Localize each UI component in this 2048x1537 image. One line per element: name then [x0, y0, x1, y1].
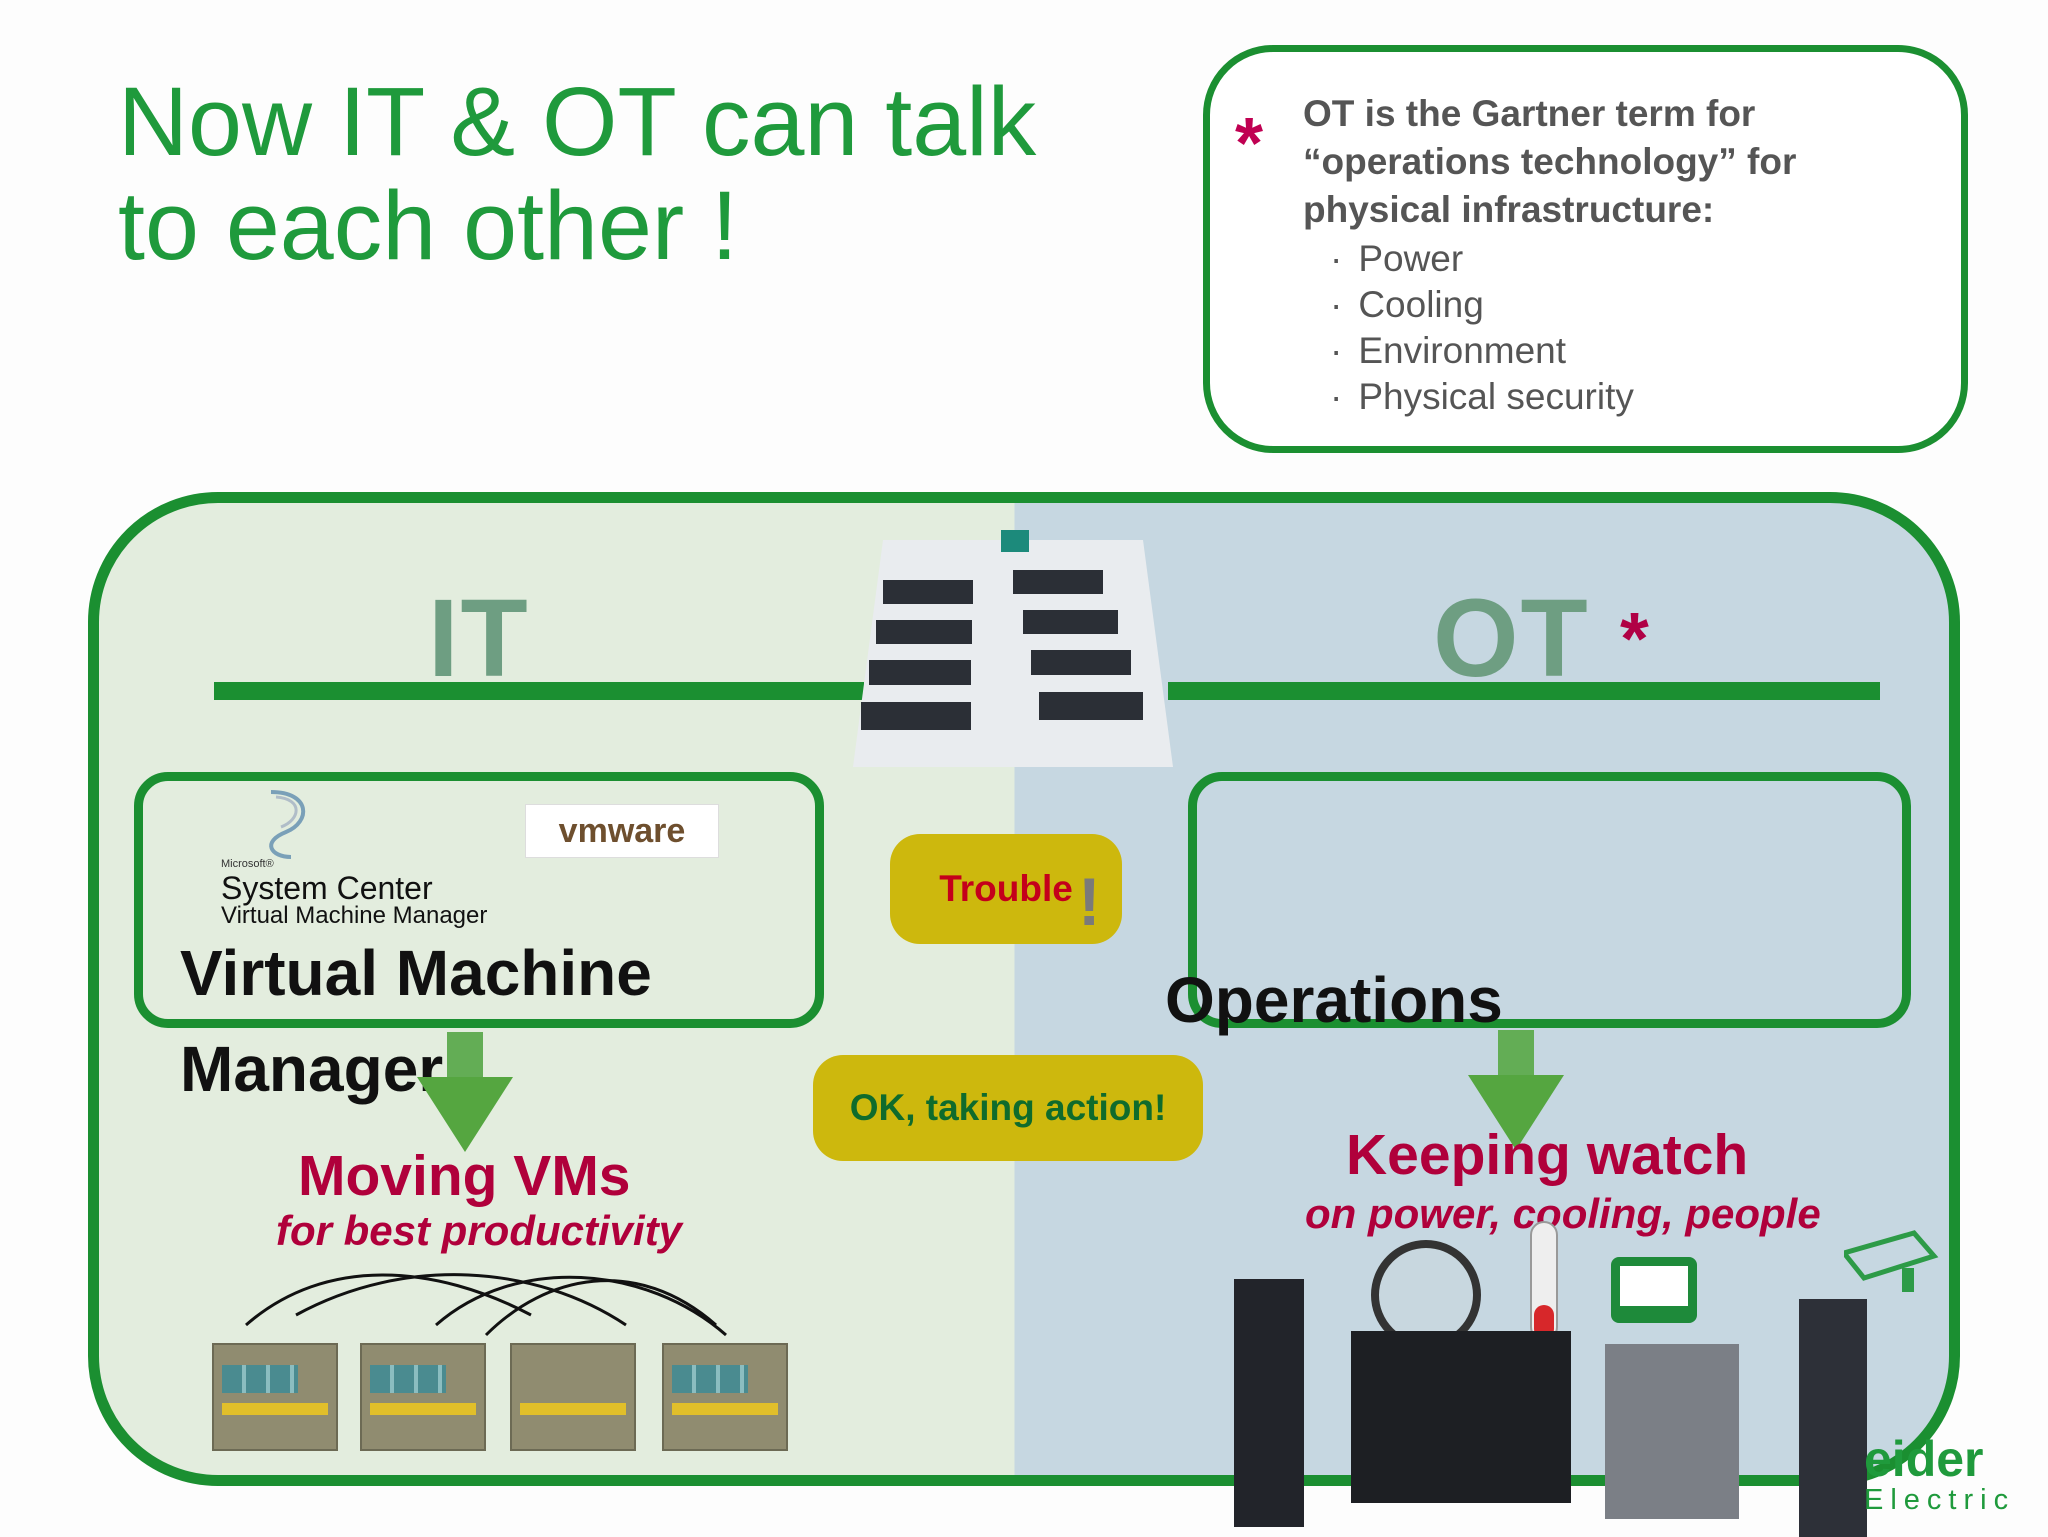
it-label: IT [428, 577, 530, 700]
ot-divider-line [1168, 682, 1880, 700]
asterisk-icon: * [1235, 104, 1264, 184]
keeping-watch-callout: Keeping watch [1346, 1123, 1749, 1187]
ot-operations-card [1188, 772, 1911, 1028]
list-item: Physical security [1330, 374, 1634, 420]
server-image [662, 1343, 788, 1451]
rack-cabinet-image [1234, 1279, 1304, 1527]
down-arrow-icon [417, 1032, 513, 1152]
trouble-bubble: Trouble [890, 834, 1122, 944]
thermometer-icon [1530, 1221, 1558, 1341]
meter-display [1620, 1266, 1688, 1306]
virtual-machine-manager-heading: Virtual Machine Manager [180, 925, 740, 1117]
microsoft-label: Microsoft® [221, 858, 274, 870]
vmm-product-label: Virtual Machine Manager [221, 902, 488, 929]
moving-vms-subtitle: for best productivity [276, 1207, 683, 1254]
exclamation-icon: ! [1078, 864, 1101, 940]
list-item: Environment [1330, 328, 1634, 374]
it-divider-line [214, 682, 864, 700]
cooling-unit-image [1605, 1344, 1739, 1519]
moving-vms-callout: Moving VMs [298, 1144, 631, 1208]
vmm-heading-line-1: Virtual Machine [180, 937, 652, 1009]
down-arrow-icon [1468, 1030, 1564, 1150]
system-center-label: System Center [221, 870, 433, 906]
list-item: Power [1330, 236, 1634, 282]
server-image [510, 1343, 636, 1451]
page-title: Now IT & OT can talk to each other ! [118, 67, 1037, 280]
server-image [360, 1343, 486, 1451]
ot-definition-text: OT is the Gartner term for “operations t… [1303, 90, 1943, 234]
ups-system-image [1351, 1331, 1571, 1503]
vmm-heading-line-2: Manager [180, 1033, 444, 1105]
datacenter-layout-image [853, 530, 1173, 767]
ot-definition-body: is the Gartner term for “operations tech… [1303, 93, 1797, 230]
system-center-logo-icon [269, 790, 306, 859]
ok-taking-action-bubble: OK, taking action! [813, 1055, 1203, 1161]
vm-migration-arrows [245, 1273, 727, 1337]
operations-heading: Operations [1165, 964, 1503, 1036]
vmware-logo: vmware [525, 804, 719, 858]
ot-definition-list: Power Cooling Environment Physical secur… [1330, 236, 1634, 420]
security-camera-icon [1844, 1230, 1939, 1292]
keeping-watch-subtitle: on power, cooling, people [1305, 1190, 1821, 1237]
ot-label: OT [1433, 577, 1590, 700]
rack-cabinet-image [1799, 1299, 1867, 1537]
it-vmm-card [134, 772, 824, 1028]
server-image [212, 1343, 338, 1451]
electric-logo-text: Electric [1864, 1484, 2016, 1516]
schneider-logo-text: eider [1864, 1431, 1984, 1487]
list-item: Cooling [1330, 282, 1634, 328]
ot-asterisk: * [1620, 597, 1649, 680]
ot-term: OT [1303, 93, 1355, 134]
